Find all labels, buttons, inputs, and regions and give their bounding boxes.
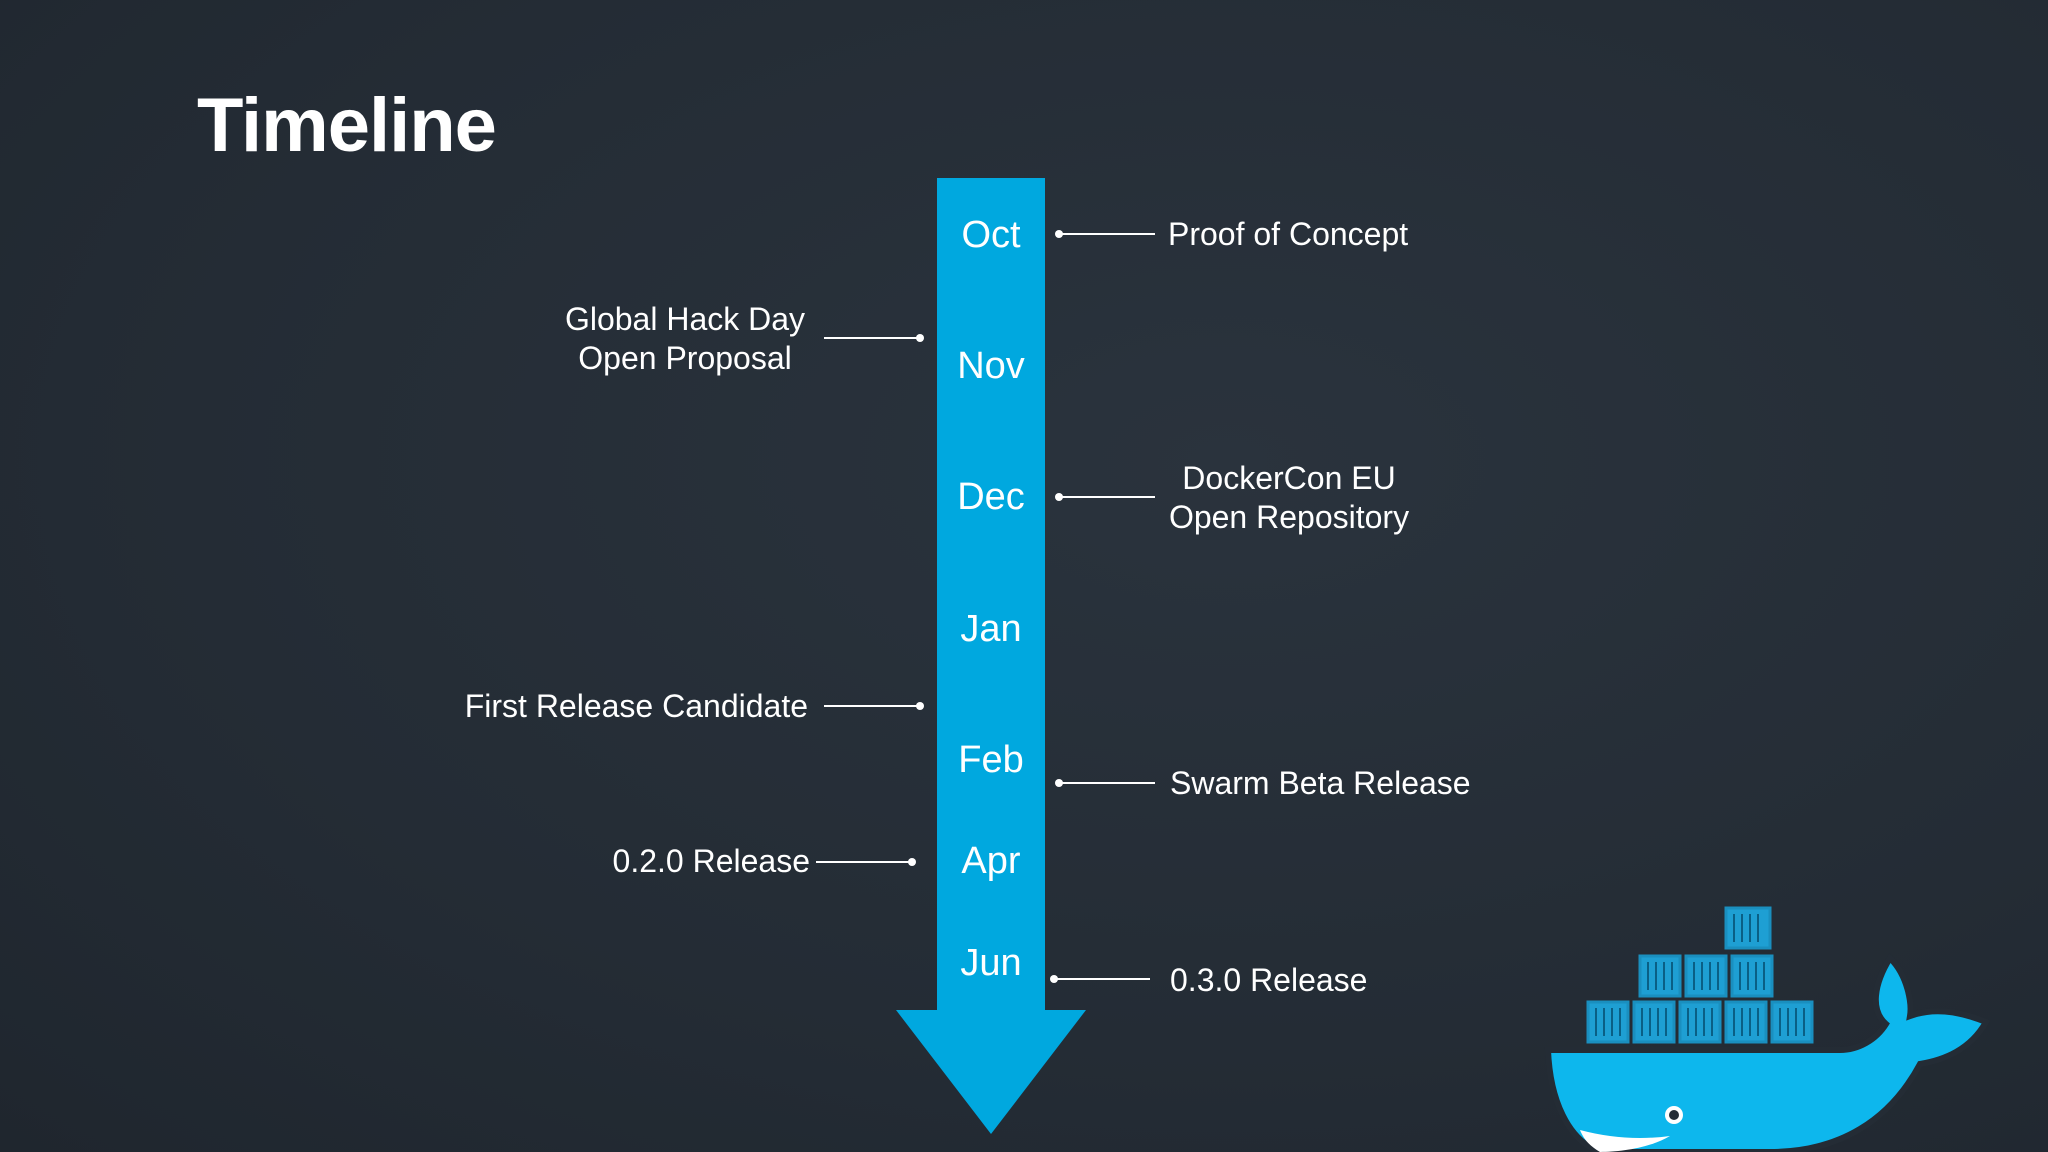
connector-dot <box>908 858 916 866</box>
event-0-3-0-release: 0.3.0 Release <box>1170 961 1367 1000</box>
event-line: Global Hack Day <box>564 301 806 337</box>
connector-line <box>1054 978 1150 980</box>
connector-line <box>1059 496 1155 498</box>
month-jan: Jan <box>960 608 1022 650</box>
connector-dot <box>916 334 924 342</box>
connector-line <box>1059 782 1155 784</box>
event-swarm-beta-release: Swarm Beta Release <box>1170 764 1471 803</box>
event-line: Open Proposal <box>578 340 792 376</box>
connector-line <box>824 705 920 707</box>
event-line: Proof of Concept <box>1168 216 1409 252</box>
month-apr: Apr <box>961 840 1021 882</box>
connector-dot <box>916 702 924 710</box>
docker-whale-icon <box>1544 906 1991 1152</box>
event-dockercon-eu: DockerCon EU Open Repository <box>1168 459 1410 537</box>
connector-line <box>824 337 920 339</box>
month-feb: Feb <box>958 739 1024 781</box>
event-line: Swarm Beta Release <box>1170 765 1471 801</box>
whale-body <box>1544 953 1991 1152</box>
event-line: First Release Candidate <box>464 688 808 724</box>
event-line: Open Repository <box>1168 499 1410 535</box>
event-line: 0.3.0 Release <box>1170 962 1368 998</box>
month-oct: Oct <box>961 214 1021 256</box>
event-line: DockerCon EU <box>1182 460 1396 496</box>
whale-belly <box>1580 1130 1670 1152</box>
arrow-shaft-and-head <box>896 178 1086 1134</box>
event-proof-of-concept: Proof of Concept <box>1168 215 1408 254</box>
month-dec: Dec <box>957 476 1025 518</box>
connector-line <box>816 861 912 863</box>
event-first-release-candidate: First Release Candidate <box>440 687 808 726</box>
page-title: Timeline <box>197 83 497 168</box>
whale-pupil <box>1669 1110 1679 1120</box>
event-line: 0.2.0 Release <box>612 843 810 879</box>
connector-line <box>1059 233 1155 235</box>
month-nov: Nov <box>957 345 1025 387</box>
event-global-hack-day: Global Hack Day Open Proposal <box>550 300 820 378</box>
container-ribs <box>1595 914 1805 1036</box>
event-0-2-0-release: 0.2.0 Release <box>560 842 810 881</box>
month-jun: Jun <box>960 942 1022 984</box>
container-stack <box>1586 906 1814 1044</box>
